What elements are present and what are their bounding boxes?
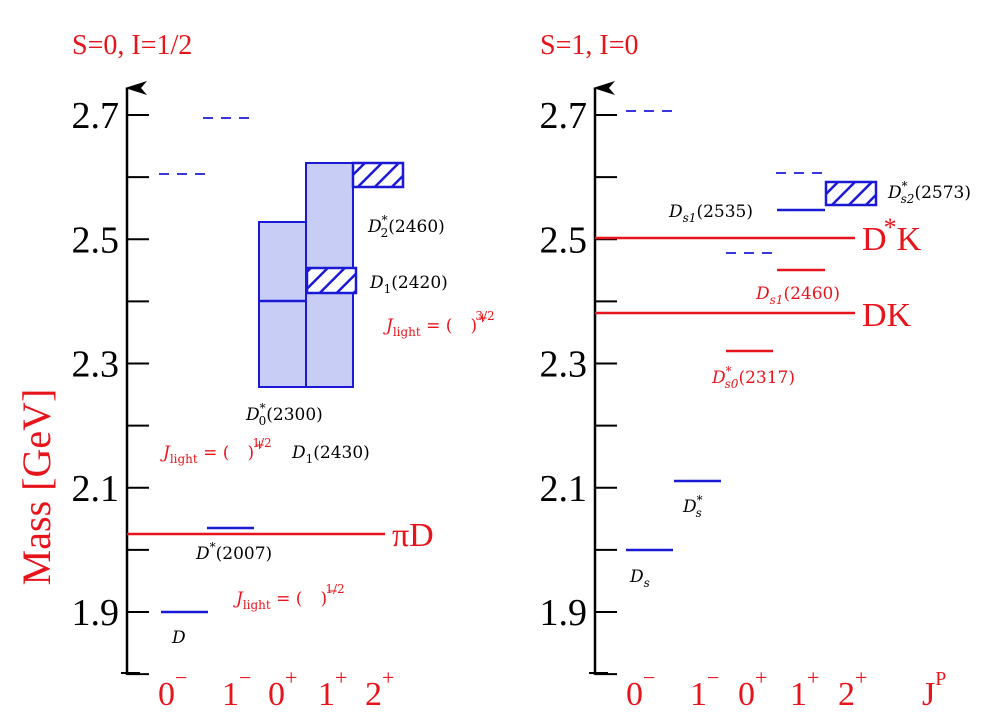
panel-title: S=1, I=0: [540, 30, 638, 61]
y-tick-labels: 1.9 2.1 2.3 2.5 2.7: [540, 95, 588, 634]
y-tick-label: 2.5: [72, 219, 120, 261]
y-axis-label: Mass [GeV]: [14, 389, 59, 586]
state-label-ds1-2460: Ds1(2460): [755, 284, 840, 307]
x-axis-label: JP: [922, 668, 946, 713]
state-label-d: D: [171, 628, 186, 648]
state-label-dsstar: D*s: [682, 493, 703, 520]
threshold-label-pid: πD: [392, 517, 434, 554]
y-tick-label: 2.1: [540, 468, 588, 510]
jlight-label-half-plus: Jlight = ()+ 1/2: [160, 436, 272, 466]
threshold-label-dk: DK: [862, 297, 912, 334]
panel-nonstrange: S=0, I=1/2 1.9 2.1 2.3 2.5 2.7 πD D D*(2007): [72, 30, 495, 713]
y-tick-label: 2.3: [540, 344, 588, 386]
svg-text:Jlight = ()+: Jlight = ()+: [160, 438, 265, 466]
y-tick-labels: 1.9 2.1 2.3 2.5 2.7: [72, 95, 120, 634]
svg-text:Jlight = ()+: Jlight = ()+: [383, 311, 488, 339]
jlight-label-half-minus: Jlight = ()− 1/2: [233, 582, 345, 612]
x-category-label: 2+: [838, 665, 867, 713]
x-category-labels: 0− 1− 0+ 1+ 2+: [626, 665, 867, 713]
y-ticks: [595, 114, 617, 676]
narrow-state-ds2-2573: [824, 180, 878, 207]
svg-text:3/2: 3/2: [475, 309, 494, 323]
x-category-label: 0−: [158, 665, 187, 713]
state-label-dstar-2007: D*(2007): [195, 540, 272, 564]
y-tick-label: 2.5: [540, 219, 588, 261]
y-tick-label: 2.7: [540, 95, 588, 137]
x-category-label: 0+: [268, 665, 297, 713]
y-tick-label: 2.7: [72, 95, 120, 137]
y-tick-label: 2.3: [72, 344, 120, 386]
x-category-labels: 0− 1− 0+ 1+ 2+: [158, 665, 394, 713]
state-label-d1-2420: D1(2420): [369, 273, 448, 296]
narrow-state-d1-2420: [305, 266, 358, 295]
x-category-label: 0+: [738, 665, 767, 713]
x-category-label: 1−: [222, 665, 251, 713]
x-category-label: 1+: [790, 665, 819, 713]
state-label-d1-2430: D1(2430): [291, 443, 370, 466]
state-label-ds0star-2317: D*s0(2317): [711, 364, 795, 391]
panel-strange: S=1, I=0 1.9 2.1 2.3 2.5 2.7 D*K DK Ds D*s D…: [540, 30, 971, 713]
state-label-d2-2460: D*2(2460): [367, 213, 445, 240]
svg-text:Jlight = ()−: Jlight = ()−: [233, 584, 338, 612]
state-label-ds1-2535: Ds1(2535): [668, 202, 753, 225]
panel-title: S=0, I=1/2: [72, 30, 192, 61]
x-category-label: 2+: [365, 665, 394, 713]
state-label-d0star-2300: D*0(2300): [245, 401, 323, 428]
state-label-ds: Ds: [629, 567, 650, 590]
broad-state-band-0plus: [258, 221, 307, 388]
x-category-label: 0−: [626, 665, 655, 713]
state-label-ds2-2573: D*s2(2573): [887, 179, 971, 206]
svg-text:1/2: 1/2: [325, 582, 344, 596]
x-category-label: 1+: [318, 665, 347, 713]
y-ticks: [127, 114, 149, 676]
y-tick-label: 1.9: [72, 592, 120, 634]
x-category-label: 1−: [690, 665, 719, 713]
threshold-label-dstar-k: D*K: [862, 213, 922, 258]
svg-text:1/2: 1/2: [252, 436, 271, 450]
jlight-label-3half-plus: Jlight = ()+ 3/2: [383, 309, 495, 339]
y-tick-label: 1.9: [540, 592, 588, 634]
narrow-state-d2-2460: [351, 161, 405, 189]
y-tick-label: 2.1: [72, 468, 120, 510]
